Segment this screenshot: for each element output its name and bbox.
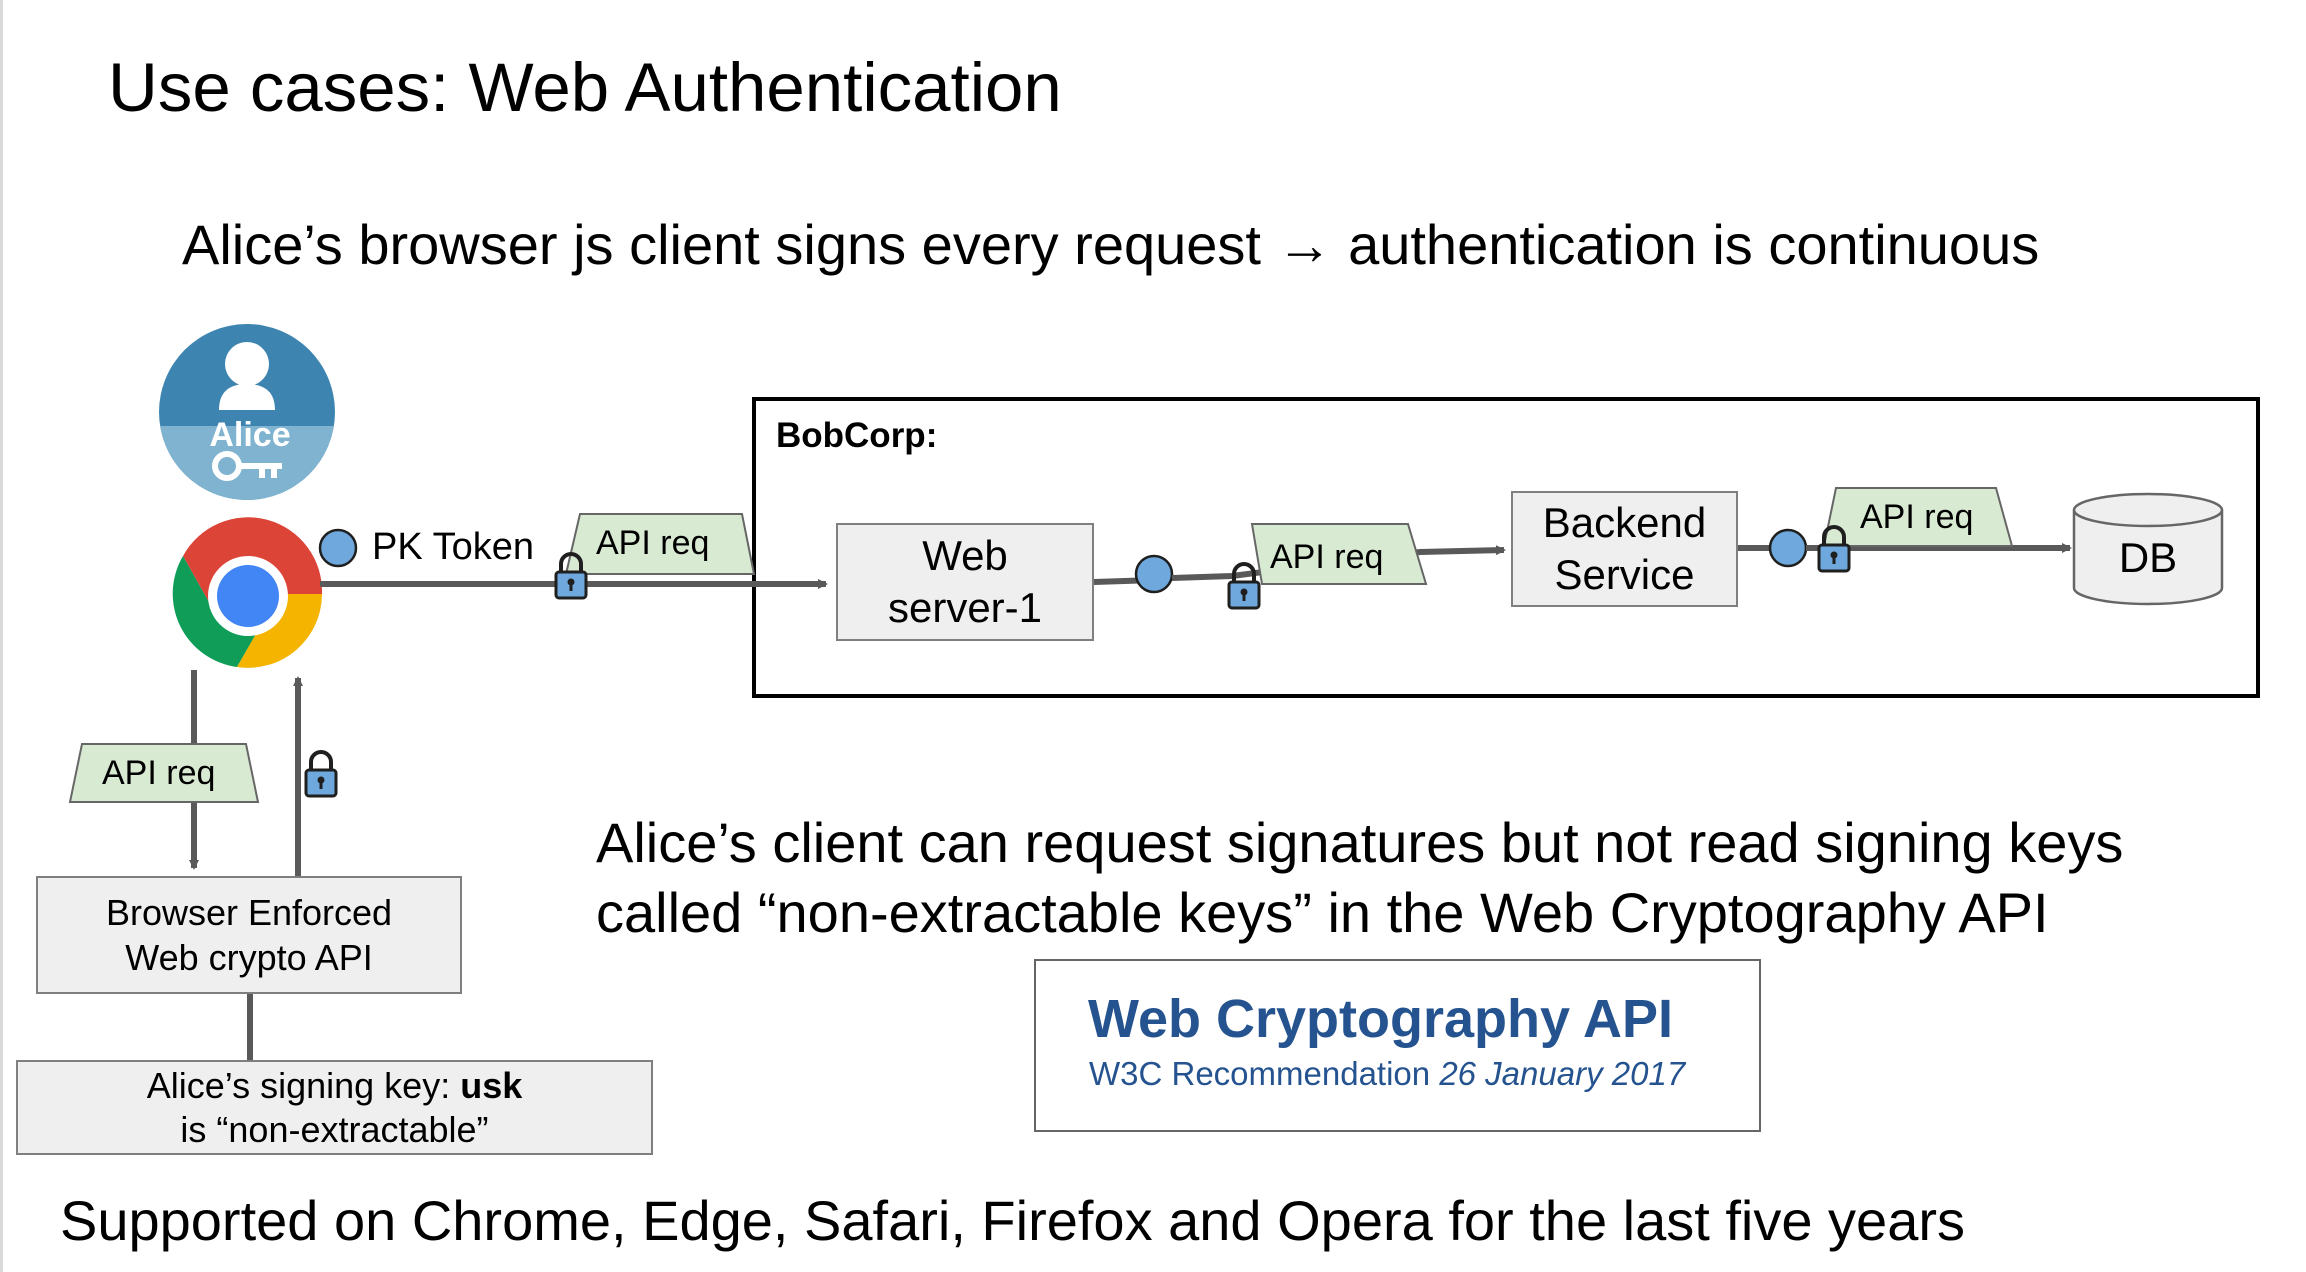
pk-token-label: PK Token — [372, 526, 534, 568]
bobcorp-label: BobCorp: — [776, 416, 938, 455]
api-req-label: API req — [102, 754, 216, 792]
w3c-title: Web Cryptography API — [1088, 989, 1674, 1049]
api-req-label: API req — [596, 524, 710, 562]
token-icon — [1134, 554, 1174, 594]
footer-text: Supported on Chrome, Edge, Safari, Firef… — [60, 1189, 1965, 1252]
w3c-date: 26 January 2017 — [1439, 1055, 1686, 1092]
db-label: DB — [2118, 534, 2178, 581]
webcrypto-line2: Web crypto API — [125, 937, 373, 978]
lock-icon — [304, 750, 338, 798]
api-req-tag — [68, 743, 260, 803]
signing-key-prefix: Alice’s signing key: — [146, 1065, 461, 1106]
person-icon — [225, 342, 269, 386]
db-cylinder — [2072, 492, 2224, 606]
w3c-status: W3C Recommendation — [1089, 1055, 1431, 1092]
api-req-tag — [1250, 523, 1428, 585]
webcrypto-api-box: Browser Enforced Web crypto API — [36, 876, 462, 994]
signing-key-line2: is “non-extractable” — [180, 1109, 489, 1150]
w3c-spec-badge — [1034, 959, 1761, 1132]
chrome-browser-icon — [172, 517, 323, 668]
api-req-label: API req — [1270, 538, 1384, 576]
backend-service-box: Backend Service — [1511, 491, 1738, 607]
web-server-line2: server-1 — [887, 584, 1043, 631]
lock-icon — [1227, 562, 1261, 610]
pk-token-icon — [318, 528, 358, 568]
signing-key-box: Alice’s signing key: usk is “non-extract… — [16, 1060, 653, 1155]
token-icon — [1768, 528, 1808, 568]
web-server-box: Web server-1 — [836, 523, 1094, 641]
slide-subtitle: Alice’s browser js client signs every re… — [182, 213, 2040, 276]
web-server-line1: Web — [922, 532, 1008, 579]
api-req-label: API req — [1860, 498, 1974, 536]
w3c-subtitle: W3C Recommendation 26 January 2017 — [1089, 1055, 1685, 1093]
slide-edge — [0, 0, 3, 1272]
backend-line2: Service — [1554, 551, 1695, 598]
slide-title: Use cases: Web Authentication — [108, 49, 1062, 126]
backend-line1: Backend — [1542, 499, 1707, 546]
body-line-1: Alice’s client can request signatures bu… — [596, 811, 2124, 874]
webcrypto-line1: Browser Enforced — [105, 892, 393, 933]
body-line-2: called “non-extractable keys” in the Web… — [596, 881, 2049, 944]
signing-key-name: usk — [460, 1065, 523, 1106]
alice-label: Alice — [209, 416, 290, 454]
